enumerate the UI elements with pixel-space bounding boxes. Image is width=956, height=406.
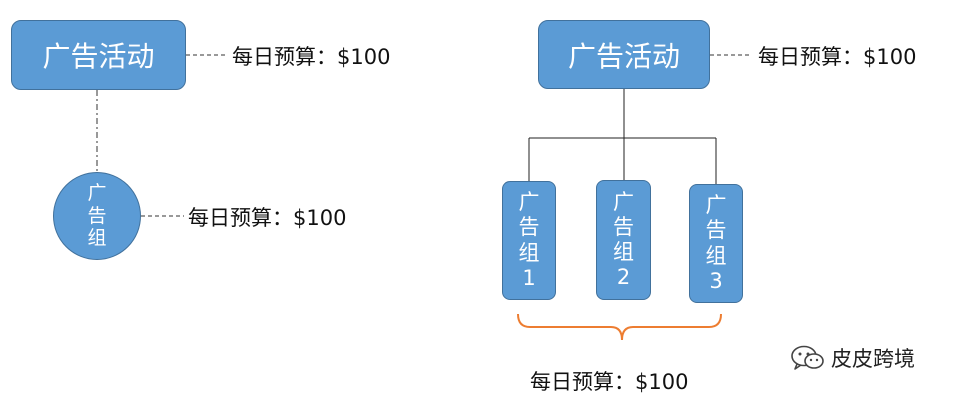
left-group-char: 广 (87, 181, 107, 204)
shared-budget-brace (517, 313, 722, 341)
left-group-budget: 每日预算：$100 (188, 206, 347, 230)
right-campaign-label: 广告活动 (567, 39, 680, 73)
watermark: 皮皮跨境 (791, 343, 915, 373)
ad-group-2-char: 广 (613, 189, 634, 214)
ad-group-1-char: 广 (518, 190, 540, 215)
left-group-char: 组 (87, 227, 107, 250)
left-campaign-box: 广告活动 (11, 20, 186, 90)
ad-group-3-char: 广 (705, 193, 727, 218)
ad-group-3-number: 3 (709, 268, 723, 293)
left-campaign-label: 广告活动 (42, 40, 155, 73)
ad-group-3-box: 广 告 组 3 (689, 184, 743, 303)
ad-group-3-char: 组 (705, 243, 727, 268)
shared-budget-label: 每日预算：$100 (530, 370, 689, 394)
left-group-char: 告 (87, 204, 107, 227)
ad-group-1-box: 广 告 组 1 (502, 181, 556, 300)
watermark-text: 皮皮跨境 (831, 347, 915, 371)
ad-group-2-box: 广 告 组 2 (596, 180, 651, 300)
right-campaign-box: 广告活动 (538, 20, 710, 89)
right-campaign-budget: 每日预算：$100 (758, 45, 917, 69)
ad-group-1-number: 1 (522, 265, 536, 290)
ad-group-2-char: 告 (613, 214, 634, 239)
ad-group-2-number: 2 (616, 265, 631, 290)
wechat-icon (791, 345, 824, 370)
ad-group-2-char: 组 (613, 240, 634, 264)
ad-group-1-char: 组 (518, 240, 540, 265)
ad-group-1-char: 告 (518, 215, 540, 240)
ad-group-3-char: 告 (705, 218, 727, 243)
left-ad-group-circle: 广 告 组 (53, 172, 141, 260)
left-campaign-budget: 每日预算：$100 (232, 45, 391, 69)
